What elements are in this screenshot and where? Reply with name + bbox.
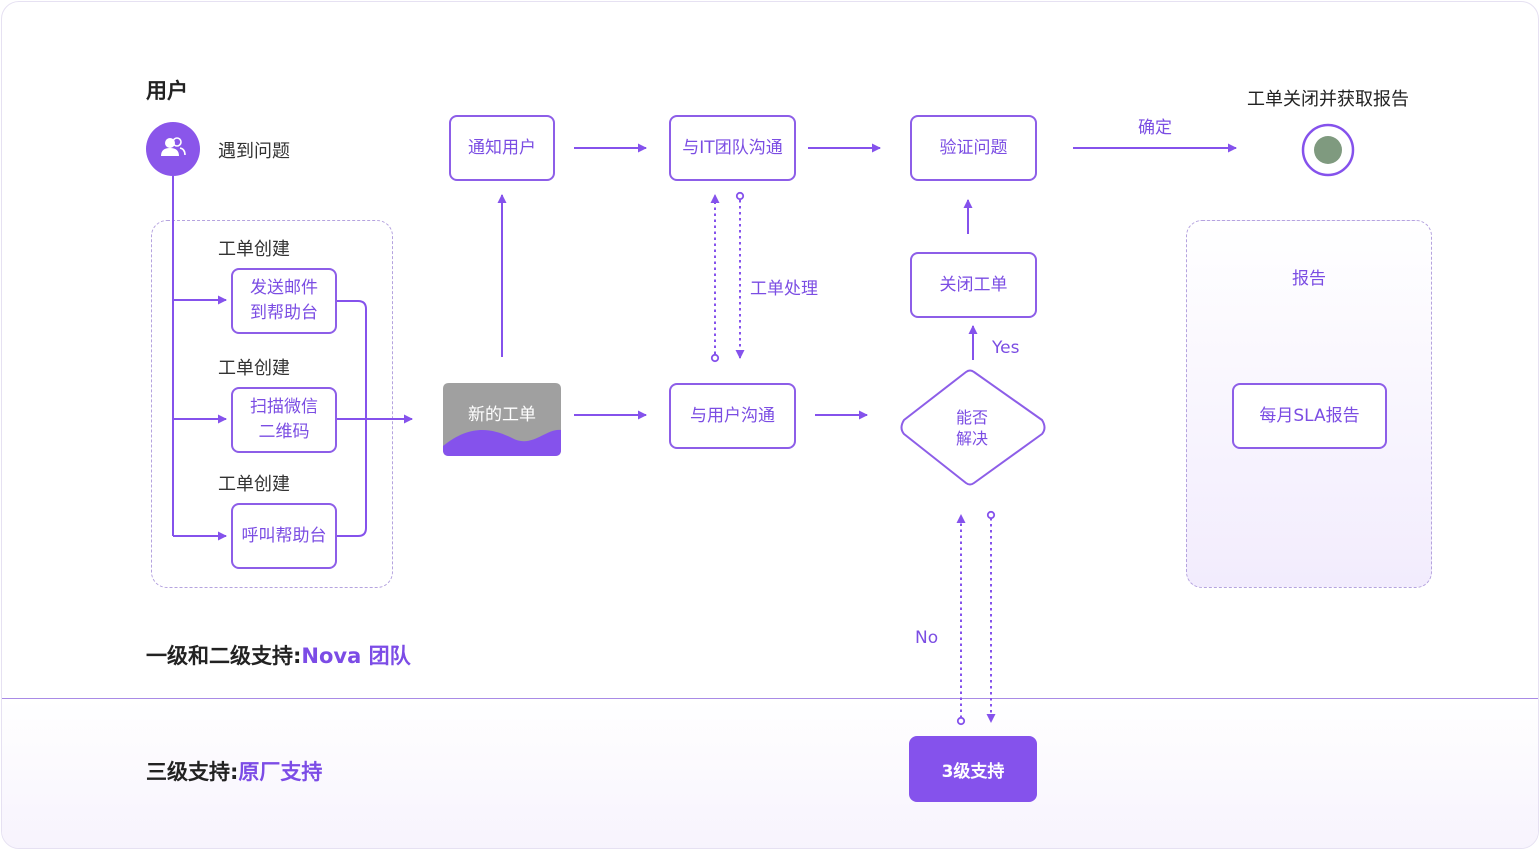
yes-label: Yes bbox=[992, 338, 1020, 358]
send-email-line2: 到帮助台 bbox=[250, 303, 318, 323]
no-label: No bbox=[915, 628, 939, 648]
report-area bbox=[1186, 220, 1432, 588]
scan-wechat-line1: 扫描微信 bbox=[250, 397, 318, 417]
user-lane-title: 用户 bbox=[146, 79, 188, 103]
user-node bbox=[146, 122, 200, 176]
confirm-label: 确定 bbox=[1138, 118, 1172, 138]
support-team-name: Nova 团队 bbox=[301, 644, 411, 668]
end-node bbox=[1301, 123, 1355, 177]
creation-heading-wechat: 工单创建 bbox=[218, 358, 290, 379]
it-communication-node[interactable]: 与IT团队沟通 bbox=[669, 115, 796, 181]
l3-lane-prefix: 三级支持: bbox=[146, 760, 239, 784]
decision-diamond bbox=[900, 369, 1046, 486]
scan-wechat-node[interactable]: 扫描微信二维码 bbox=[231, 387, 337, 453]
call-helpdesk-node[interactable]: 呼叫帮助台 bbox=[231, 503, 337, 569]
monthly-sla-report-node[interactable]: 每月SLA报告 bbox=[1232, 383, 1387, 449]
end-node-label: 工单关闭并获取报告 bbox=[1247, 89, 1409, 110]
processing-label: 工单处理 bbox=[750, 279, 818, 299]
close-ticket-node[interactable]: 关闭工单 bbox=[910, 252, 1037, 318]
new-ticket-shape bbox=[443, 383, 561, 456]
users-icon bbox=[160, 136, 186, 162]
user-communication-node[interactable]: 与用户沟通 bbox=[669, 383, 796, 449]
scan-wechat-line2: 二维码 bbox=[258, 422, 310, 442]
decision-line1: 能否 bbox=[955, 408, 988, 427]
support-lane-title: 一级和二级支持:Nova 团队 bbox=[146, 640, 411, 670]
creation-heading-email: 工单创建 bbox=[218, 239, 290, 260]
send-email-line1: 发送邮件 bbox=[250, 278, 318, 298]
l3-team-name: 原厂支持 bbox=[238, 760, 323, 784]
ticket-creation-group bbox=[151, 220, 393, 588]
user-node-label: 遇到问题 bbox=[218, 141, 290, 162]
send-email-node[interactable]: 发送邮件到帮助台 bbox=[231, 268, 337, 334]
creation-heading-call: 工单创建 bbox=[218, 474, 290, 495]
verify-issue-node[interactable]: 验证问题 bbox=[910, 115, 1037, 181]
l3-lane-title: 三级支持:原厂支持 bbox=[146, 756, 322, 786]
notify-user-node[interactable]: 通知用户 bbox=[449, 115, 555, 181]
decision-node-label[interactable]: 能否 解决 bbox=[932, 407, 1012, 449]
support-lane-prefix: 一级和二级支持: bbox=[146, 644, 302, 668]
call-helpdesk-line1: 呼叫帮助台 bbox=[241, 525, 327, 546]
decision-line2: 解决 bbox=[955, 429, 988, 448]
level3-lane bbox=[2, 698, 1538, 848]
level3-support-node[interactable]: 3级支持 bbox=[909, 736, 1037, 802]
report-area-title: 报告 bbox=[1292, 269, 1326, 289]
new-ticket-label: 新的工单 bbox=[468, 405, 536, 425]
